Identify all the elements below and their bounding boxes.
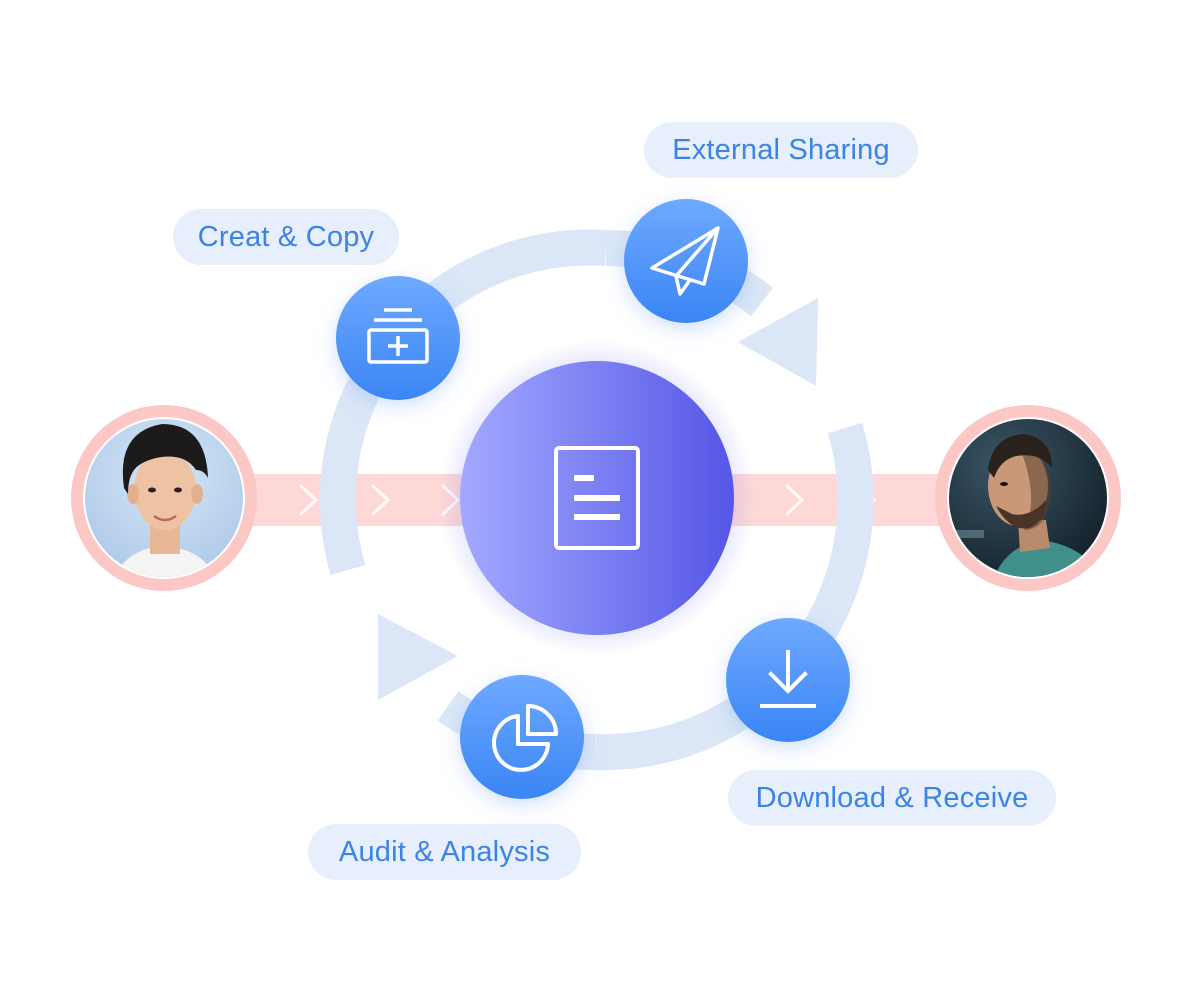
download-icon bbox=[760, 650, 816, 708]
ring-arrowhead-right bbox=[738, 298, 818, 386]
avatar-receiver bbox=[935, 405, 1121, 591]
document-icon bbox=[554, 446, 640, 550]
audit-analysis-node[interactable] bbox=[460, 675, 584, 799]
avatar-sender bbox=[71, 405, 257, 591]
flow-chevron bbox=[370, 483, 391, 517]
audit-analysis-label: Audit & Analysis bbox=[308, 824, 581, 880]
download-receive-label: Download & Receive bbox=[728, 770, 1056, 826]
external-sharing-label: External Sharing bbox=[644, 122, 918, 178]
ring-arrowhead-left bbox=[378, 614, 458, 700]
create-copy-label: Creat & Copy bbox=[173, 209, 399, 265]
folder-add-icon bbox=[367, 308, 429, 364]
paper-plane-icon bbox=[650, 226, 720, 296]
flow-chevron bbox=[784, 483, 805, 517]
center-node bbox=[439, 340, 755, 656]
pie-chart-icon bbox=[492, 704, 558, 772]
flow-chevron bbox=[298, 483, 319, 517]
external-sharing-node[interactable] bbox=[624, 199, 748, 323]
